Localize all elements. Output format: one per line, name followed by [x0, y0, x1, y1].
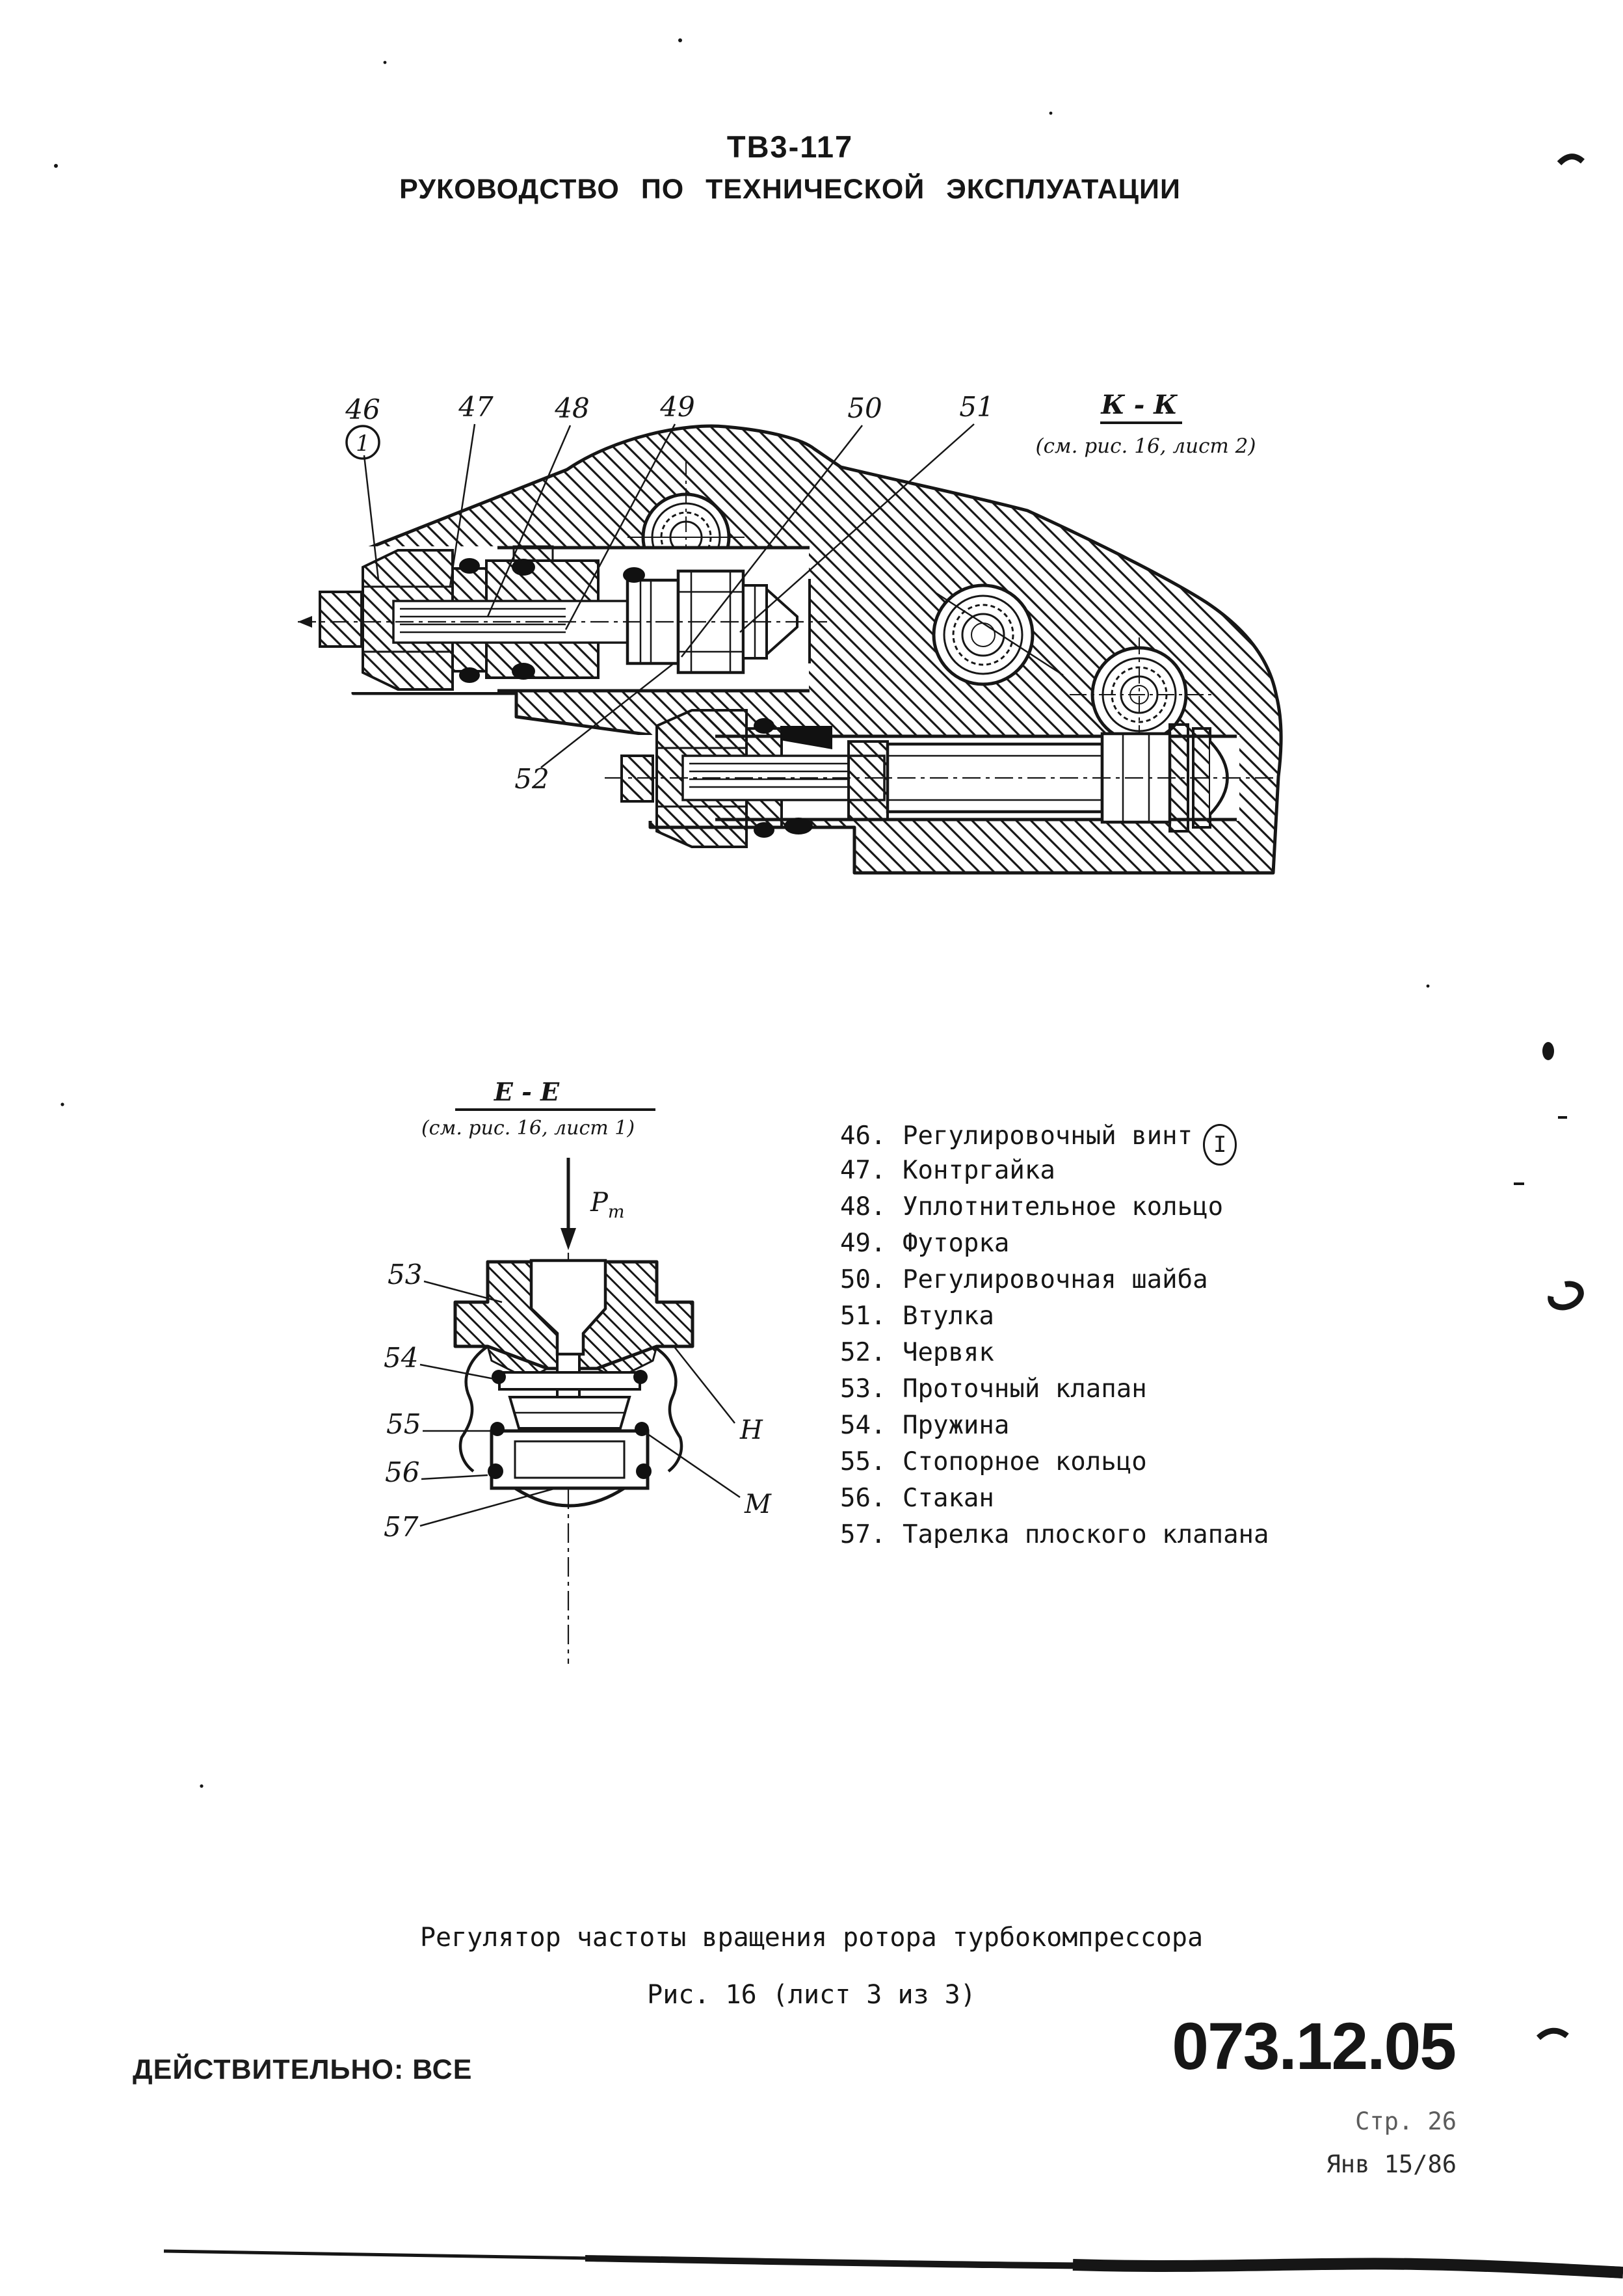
part-label: Червяк [903, 1338, 994, 1367]
parts-list-item: 47. Контргайка [840, 1153, 1588, 1189]
valve-dome [514, 1486, 626, 1508]
parts-list-item: 51. Втулка [840, 1298, 1588, 1335]
pressure-label: Рт [590, 1188, 625, 1222]
figure-section-kk: 46 1 47 48 49 50 51 52 К - К (см. рис. 1… [298, 390, 1283, 875]
part-number: 48. [840, 1192, 886, 1221]
part-label: Регулировочная шайба [903, 1265, 1208, 1294]
parts-list-item: 56. Стакан [840, 1480, 1588, 1517]
point-label-M: М [744, 1489, 772, 1519]
item-circle-icon [345, 425, 380, 460]
part-label: Стакан [903, 1484, 994, 1513]
figure-number: Рис. 16 (лист 3 из 3) [647, 1980, 976, 2010]
callout-56: 56 [385, 1456, 419, 1488]
engine-model: ТВ3-117 [726, 129, 854, 164]
parts-list-item: 57. Тарелка плоского клапана [840, 1517, 1588, 1553]
callout-leaders [363, 423, 975, 768]
parts-list-item: 52. Червяк [840, 1335, 1588, 1371]
page-number: Стр. 26 [1355, 2107, 1457, 2135]
parts-list-item: 50. Регулировочная шайба [840, 1262, 1588, 1298]
upper-screw-assembly [298, 545, 827, 691]
callout-46: 46 [345, 394, 380, 425]
revision-date: Янв 15/86 [1326, 2150, 1457, 2178]
part-label: Проточный клапан [903, 1374, 1147, 1404]
circled-index-icon: I [1203, 1124, 1237, 1166]
callout-49: 49 [659, 391, 694, 423]
part-number: 49. [840, 1229, 886, 1258]
part-number: 56. [840, 1484, 886, 1513]
part-label: Регулировочный винт [903, 1121, 1193, 1151]
part-number: 47. [840, 1156, 886, 1185]
callout-51: 51 [959, 391, 994, 423]
section-ee-label: Е - Е [494, 1077, 560, 1106]
parts-list-item: 49. Футорка [840, 1225, 1588, 1262]
skirt-right [654, 1346, 683, 1473]
callout-50: 50 [847, 392, 882, 424]
cup-inner [514, 1440, 626, 1479]
section-kk-label: К - К [1100, 390, 1178, 420]
part-label: Тарелка плоского клапана [903, 1520, 1269, 1549]
part-label: Стопорное кольцо [903, 1447, 1147, 1476]
parts-list-item: 53. Проточный клапан [840, 1371, 1588, 1408]
part-label: Контргайка [903, 1156, 1055, 1185]
parts-list-item: 46. Регулировочный винт I [840, 1116, 1588, 1166]
point-label-H: Н [739, 1415, 763, 1445]
part-number: 57. [840, 1520, 886, 1549]
part-number: 52. [840, 1338, 886, 1367]
part-number: 54. [840, 1411, 886, 1440]
manual-title: РУКОВОДСТВО ПО ТЕХНИЧЕСКОЙ ЭКСПЛУАТАЦИИ [399, 174, 1181, 205]
parts-list: 46. Регулировочный винт I 47. Контргайка 48… [840, 1116, 1588, 1553]
part-label: Пружина [903, 1411, 1010, 1440]
parts-list-item: 48. Уплотнительное кольцо [840, 1189, 1588, 1225]
parts-list-item: 54. Пружина [840, 1408, 1588, 1444]
part-number: 53. [840, 1374, 886, 1404]
doc-number: 073.12.05 [1172, 2009, 1457, 2083]
section-ee-ref: (см. рис. 16, лист 1) [421, 1117, 635, 1140]
callout-52: 52 [514, 763, 549, 795]
part-number: 50. [840, 1265, 886, 1294]
part-number: 46. [840, 1121, 886, 1151]
section-kk-ref: (см. рис. 16, лист 2) [1035, 434, 1256, 458]
callout-circled-1: 1 [356, 431, 370, 457]
part-number: 55. [840, 1447, 886, 1476]
skirt-left [458, 1345, 489, 1473]
valve-stem-channel [529, 1259, 607, 1356]
validity-statement: ДЕЙСТВИТЕЛЬНО: ВСЕ [133, 2054, 473, 2085]
part-label: Футорка [903, 1229, 1010, 1258]
callout-48: 48 [554, 392, 589, 424]
part-number: 51. [840, 1302, 886, 1331]
lower-screw-assembly [605, 709, 1274, 848]
callout-57: 57 [384, 1511, 419, 1543]
pressure-arrow-icon [561, 1158, 576, 1250]
callout-54: 54 [384, 1342, 418, 1374]
page-header: ТВ3-117 РУКОВОДСТВО ПО ТЕХНИЧЕСКОЙ ЭКСПЛ… [0, 129, 1580, 206]
part-label: Втулка [903, 1302, 994, 1331]
figure-section-ee: Е - Е (см. рис. 16, лист 1) Рт [384, 1077, 772, 1664]
callout-53: 53 [388, 1259, 422, 1290]
callout-55: 55 [386, 1408, 421, 1440]
seat-plate [498, 1371, 641, 1391]
callout-leaders-ee [419, 1280, 741, 1527]
callout-47: 47 [458, 391, 494, 423]
parts-list-item: 55. Стопорное кольцо [840, 1444, 1588, 1480]
part-label: Уплотнительное кольцо [903, 1192, 1224, 1221]
bore-boss-b [932, 583, 1064, 686]
figure-caption: Регулятор частоты вращения ротора турбок… [419, 1923, 1204, 1953]
